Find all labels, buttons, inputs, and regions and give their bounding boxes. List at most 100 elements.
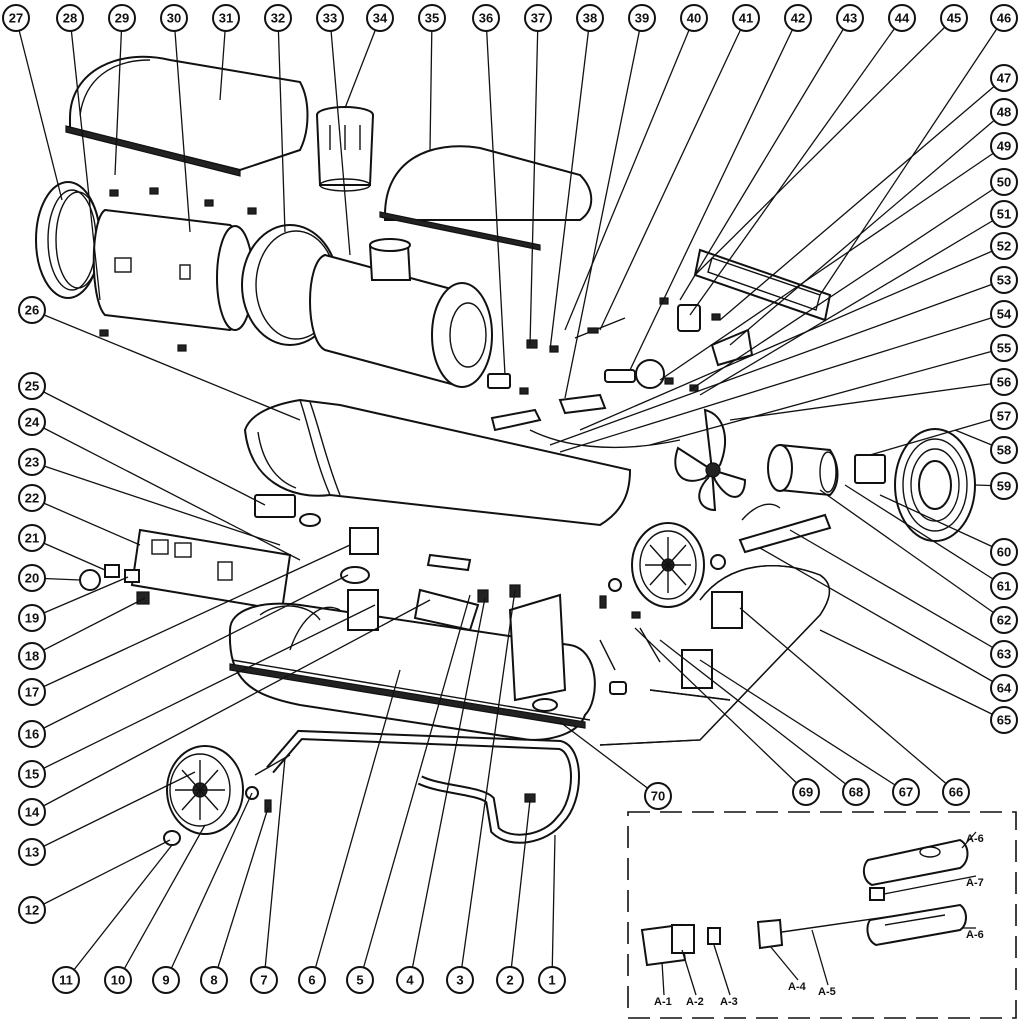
leader-line-3: [459, 589, 516, 981]
callout-31: 31: [212, 4, 240, 32]
inset-leader-A-7: [883, 875, 977, 895]
leader-line-19: [31, 576, 129, 619]
right-wheel-part: [608, 522, 726, 608]
callout-number: 67: [899, 785, 913, 800]
leader-line-47: [719, 77, 1005, 321]
leader-line-6: [311, 669, 401, 981]
callout-21: 21: [18, 524, 46, 552]
leader-line-43: [679, 17, 851, 301]
callout-7: 7: [250, 966, 278, 994]
callout-62: 62: [990, 606, 1018, 634]
callout-number: 26: [25, 303, 39, 318]
callout-40: 40: [680, 4, 708, 32]
leader-line-34: [344, 17, 381, 109]
callout-number: 3: [456, 973, 463, 988]
leader-line-62: [819, 489, 1005, 621]
callout-number: 39: [635, 11, 649, 26]
callout-59: 59: [990, 472, 1018, 500]
callout-49: 49: [990, 132, 1018, 160]
leader-line-9: [165, 792, 253, 981]
motor-part: [767, 443, 886, 497]
leader-line-48: [729, 111, 1005, 346]
inset-leader-A-3: [713, 944, 731, 996]
callout-circle: [104, 966, 132, 994]
callout-number: 34: [373, 11, 388, 26]
callout-number: 30: [167, 11, 181, 26]
callout-circle: [990, 572, 1018, 600]
main-shell-part: [243, 398, 632, 527]
leader-line-50: [689, 181, 1005, 391]
callout-circle: [200, 966, 228, 994]
callout-number: 8: [210, 973, 217, 988]
callout-19: 19: [18, 604, 46, 632]
leader-line-52: [579, 245, 1005, 431]
callout-circle: [18, 798, 46, 826]
callout-number: 49: [997, 139, 1011, 154]
callout-number: 1: [548, 973, 555, 988]
callout-18: 18: [18, 642, 46, 670]
callout-circle: [18, 604, 46, 632]
callout-number: 22: [25, 491, 39, 506]
leader-line-8: [213, 807, 269, 981]
callout-number: 31: [219, 11, 233, 26]
callout-number: 27: [9, 11, 23, 26]
callout-number: 66: [949, 785, 963, 800]
callout-14: 14: [18, 798, 46, 826]
callout-circle: [396, 966, 424, 994]
leader-line-26: [31, 309, 301, 421]
callout-circle: [446, 966, 474, 994]
callout-circle: [990, 706, 1018, 734]
callout-circle: [298, 966, 326, 994]
callout-63: 63: [990, 640, 1018, 668]
callout-circle: [108, 4, 136, 32]
callout-5: 5: [346, 966, 374, 994]
callout-number: 44: [895, 11, 910, 26]
callout-number: 19: [25, 611, 39, 626]
callout-number: 10: [111, 973, 125, 988]
leader-line-61: [844, 484, 1005, 587]
inset-label-A-6a: A-6: [966, 833, 984, 845]
callout-circle: [644, 782, 672, 810]
callout-number: 21: [25, 531, 39, 546]
callout-circle: [990, 538, 1018, 566]
leader-line-4: [409, 597, 486, 981]
callout-number: 38: [583, 11, 597, 26]
callout-circle: [212, 4, 240, 32]
callout-32: 32: [264, 4, 292, 32]
leader-line-14: [31, 599, 431, 813]
leader-line-64: [759, 547, 1005, 689]
callout-3: 3: [446, 966, 474, 994]
callout-number: 25: [25, 379, 39, 394]
callout-number: 24: [25, 415, 40, 430]
callout-circle: [990, 402, 1018, 430]
callout-number: 37: [531, 11, 545, 26]
callout-number: 46: [997, 11, 1011, 26]
callout-43: 43: [836, 4, 864, 32]
callout-number: 54: [997, 307, 1012, 322]
callout-circle: [792, 778, 820, 806]
callout-8: 8: [200, 966, 228, 994]
callout-circle: [990, 334, 1018, 362]
flame-cup-part: [316, 106, 374, 192]
callout-37: 37: [524, 4, 552, 32]
leader-line-41: [599, 17, 747, 331]
leader-line-5: [359, 594, 471, 981]
callout-34: 34: [366, 4, 394, 32]
callout-circle: [56, 4, 84, 32]
callout-number: 70: [651, 789, 665, 804]
callout-circle: [990, 674, 1018, 702]
callout-circle: [990, 4, 1018, 32]
callout-number: 18: [25, 649, 39, 664]
callout-circle: [732, 4, 760, 32]
callout-38: 38: [576, 4, 604, 32]
callout-circle: [990, 64, 1018, 92]
inset-label-A-4: A-4: [788, 981, 807, 993]
callout-number: 62: [997, 613, 1011, 628]
callout-circle: [18, 678, 46, 706]
inset-leader-A-5: [811, 929, 829, 986]
leader-line-30: [173, 17, 191, 233]
callout-number: 64: [997, 681, 1012, 696]
